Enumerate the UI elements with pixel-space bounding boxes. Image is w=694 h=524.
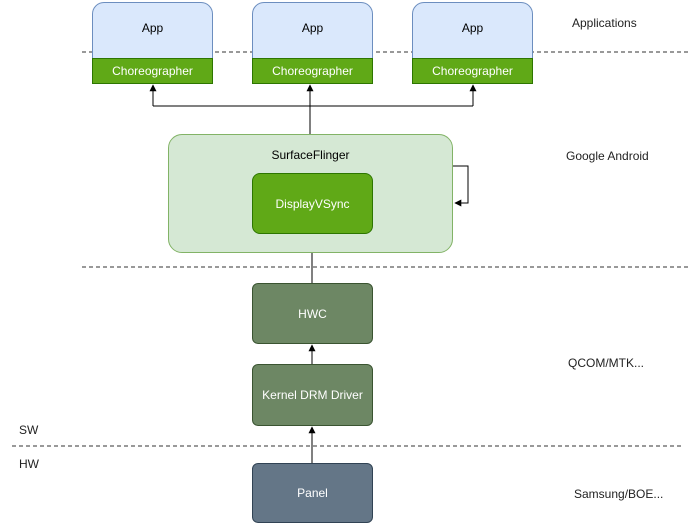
displayvsync-label: DisplayVSync — [275, 196, 350, 211]
sw-label: SW — [19, 423, 39, 437]
layer-label-applications: Applications — [572, 16, 637, 30]
choreographer-label: Choreographer — [112, 64, 193, 78]
kernel-drm-driver-label: Kernel DRM Driver — [262, 388, 363, 402]
hw-label: HW — [19, 457, 39, 471]
layer-label-google-android: Google Android — [566, 149, 649, 163]
app-box-2: App — [252, 2, 373, 59]
choreographer-label: Choreographer — [432, 64, 513, 78]
layer-label-vendor: QCOM/MTK... — [568, 356, 644, 370]
app-label: App — [141, 21, 164, 35]
app-label: App — [461, 21, 484, 35]
choreographer-box-3: Choreographer — [412, 58, 533, 84]
hwc-box: HWC — [252, 283, 373, 344]
arrow-surfaceflinger-self-loop — [453, 165, 469, 207]
kernel-drm-driver-box: Kernel DRM Driver — [252, 364, 373, 426]
app-box-3: App — [412, 2, 533, 59]
layer-label-display: Samsung/BOE... — [574, 487, 664, 501]
choreographer-box-1: Choreographer — [92, 58, 213, 84]
surfaceflinger-label: SurfaceFlinger — [271, 148, 350, 162]
choreographer-label: Choreographer — [272, 64, 353, 78]
app-label: App — [301, 21, 324, 35]
app-box-1: App — [92, 2, 213, 59]
panel-label: Panel — [297, 486, 328, 500]
hwc-label: HWC — [298, 306, 327, 321]
choreographer-box-2: Choreographer — [252, 58, 373, 84]
displayvsync-box: DisplayVSync — [252, 173, 373, 234]
panel-box: Panel — [252, 463, 373, 523]
